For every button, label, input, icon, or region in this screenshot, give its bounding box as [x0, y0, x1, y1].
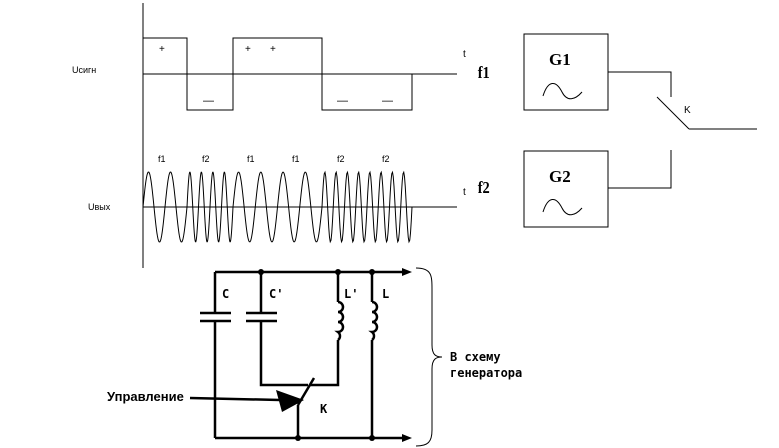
g2-wire [608, 150, 672, 189]
inductor-l-prime [334, 300, 345, 341]
f2-marker: f2 [478, 179, 490, 197]
t-axis-label: t [463, 187, 466, 198]
l-prime-wire-bottom [310, 340, 340, 387]
generator-g2-box [523, 150, 609, 228]
key-k-label: K [320, 402, 328, 416]
f1-marker: f1 [478, 64, 490, 82]
bottom-bus-arrow [402, 434, 412, 442]
control-label: Управление [107, 389, 184, 404]
to-generator-label-line1: В схему [450, 350, 501, 364]
minus-sign: — [382, 95, 393, 107]
lc-circuit: C C' L' L K Управление В схему генер [107, 267, 522, 447]
switch-k-label: K [684, 105, 691, 116]
junction-dot [258, 269, 264, 275]
freq-label: f2 [202, 154, 210, 164]
inductor-l [368, 300, 379, 341]
signal-voltage-label: Uсигн [72, 65, 96, 75]
curly-brace [415, 267, 443, 447]
generator-g1-label: G1 [549, 50, 571, 69]
junction-dot [335, 269, 341, 275]
g1-wire [608, 71, 672, 97]
minus-sign: — [203, 95, 214, 107]
control-line [189, 396, 281, 402]
freq-label: f1 [247, 154, 255, 164]
freq-label: f1 [292, 154, 300, 164]
junction-dot [369, 269, 375, 275]
capacitor-c-prime-label: C' [269, 287, 283, 301]
generators-block: G1 G2 K [523, 33, 757, 228]
freq-label: f2 [337, 154, 345, 164]
generator-g1-box [523, 33, 609, 111]
top-bus-arrow [402, 268, 412, 276]
minus-sign: — [337, 95, 348, 107]
c-prime-wire-bottom [259, 322, 308, 387]
output-voltage-label: Uвых [88, 202, 111, 212]
oscillation-path [142, 170, 413, 244]
timing-diagram: + + + — — — t t f1 f2 Uсигн Uвых f1 f2 f… [72, 3, 490, 268]
switch-blade [656, 96, 690, 130]
to-generator-label-line2: генератора [450, 366, 522, 380]
t-axis-label: t [463, 49, 466, 60]
plus-sign: + [245, 44, 251, 55]
freq-label: f2 [382, 154, 390, 164]
plus-sign: + [159, 44, 165, 55]
generator-g2-label: G2 [549, 167, 571, 186]
capacitor-c-label: C [222, 287, 229, 301]
plus-sign: + [270, 44, 276, 55]
inductor-l-label: L [382, 287, 389, 301]
sine-icon [542, 83, 583, 100]
sine-icon [542, 199, 583, 216]
control-arrowhead [276, 390, 304, 412]
junction-dot [369, 435, 375, 441]
signal-square-wave [143, 37, 413, 111]
inductor-l-prime-label: L' [344, 287, 358, 301]
output-oscillation [142, 170, 413, 244]
freq-label: f1 [158, 154, 166, 164]
